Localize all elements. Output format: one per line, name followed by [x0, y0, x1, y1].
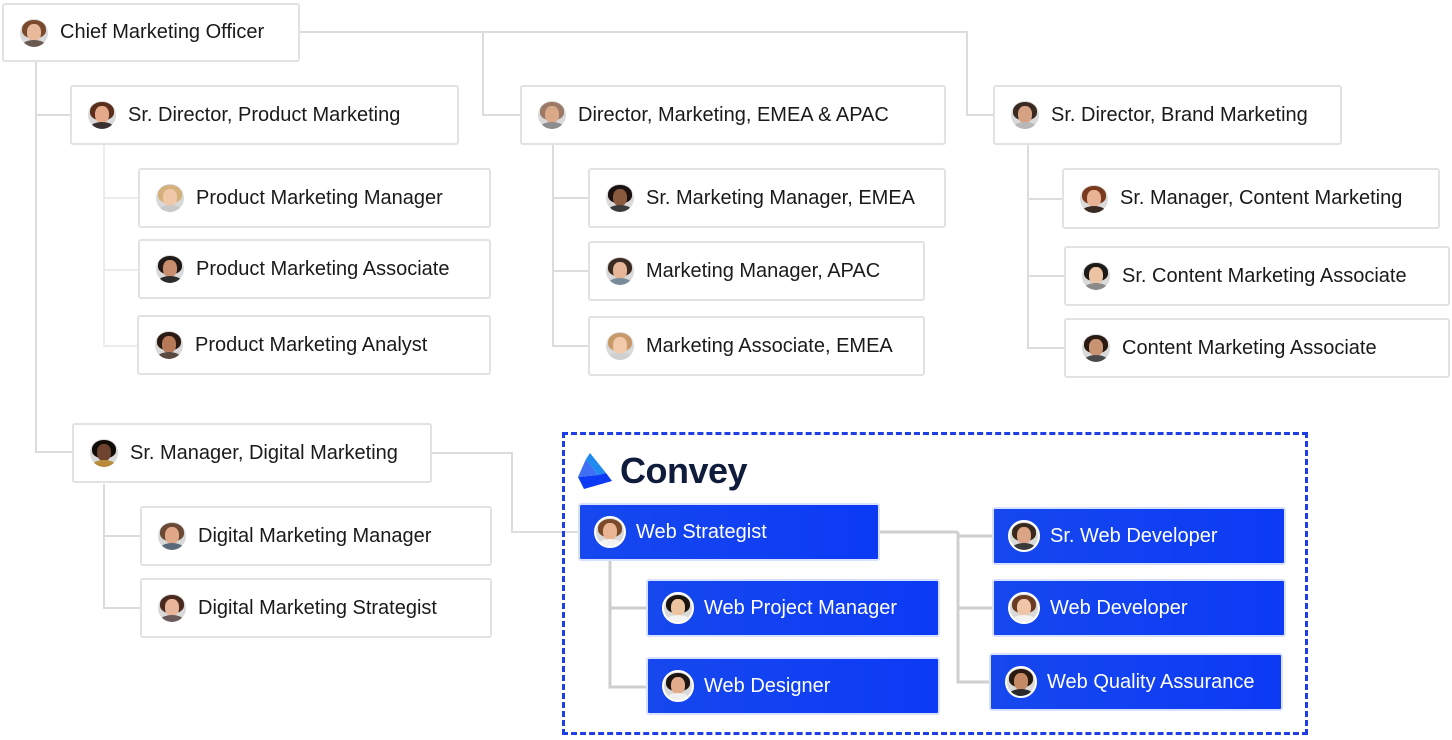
node-pm-manager[interactable]: Product Marketing Manager	[138, 168, 491, 228]
avatar-icon	[1008, 592, 1040, 624]
node-label: Sr. Director, Brand Marketing	[1051, 103, 1308, 126]
node-pm-analyst[interactable]: Product Marketing Analyst	[137, 315, 491, 375]
node-label: Marketing Associate, EMEA	[646, 334, 893, 357]
convey-logo-icon	[578, 453, 612, 489]
avatar-icon	[662, 592, 694, 624]
avatar-icon	[1009, 99, 1041, 131]
node-cmo[interactable]: Chief Marketing Officer	[2, 3, 300, 62]
node-label: Sr. Web Developer	[1050, 524, 1218, 547]
node-web-designer[interactable]: Web Designer	[646, 657, 940, 715]
node-mm-emea[interactable]: Sr. Marketing Manager, EMEA	[588, 168, 946, 228]
node-label: Product Marketing Analyst	[195, 333, 428, 356]
avatar-icon	[1078, 182, 1110, 215]
node-label: Sr. Content Marketing Associate	[1122, 264, 1407, 287]
avatar-icon	[604, 255, 636, 287]
avatar-icon	[156, 592, 188, 624]
avatar-icon	[1080, 332, 1112, 364]
avatar-icon	[662, 670, 694, 702]
avatar-icon	[604, 182, 636, 214]
node-dir-emea[interactable]: Director, Marketing, EMEA & APAC	[520, 85, 946, 145]
avatar-icon	[1008, 520, 1040, 552]
node-label: Director, Marketing, EMEA & APAC	[578, 103, 889, 126]
node-content-sr-associate[interactable]: Sr. Content Marketing Associate	[1064, 246, 1450, 306]
node-web-developer[interactable]: Web Developer	[992, 579, 1286, 637]
avatar-icon	[154, 182, 186, 214]
node-dir-brand[interactable]: Sr. Director, Brand Marketing	[993, 85, 1342, 145]
avatar-icon	[1080, 260, 1112, 292]
node-label: Web Quality Assurance	[1047, 670, 1255, 693]
node-label: Sr. Marketing Manager, EMEA	[646, 186, 916, 209]
convey-wordmark: Convey	[620, 450, 748, 491]
node-label: Product Marketing Associate	[196, 257, 450, 280]
node-digital-strategist[interactable]: Digital Marketing Strategist	[140, 578, 492, 638]
avatar-icon	[153, 329, 185, 361]
node-label: Web Project Manager	[704, 596, 898, 619]
avatar-icon	[86, 99, 118, 131]
avatar-icon	[594, 516, 626, 548]
node-label: Content Marketing Associate	[1122, 336, 1377, 359]
node-web-strategist[interactable]: Web Strategist	[578, 503, 880, 561]
node-label: Chief Marketing Officer	[60, 21, 265, 43]
node-pm-associate[interactable]: Product Marketing Associate	[138, 239, 491, 299]
avatar-icon	[604, 330, 636, 362]
node-label: Web Strategist	[636, 520, 767, 543]
node-label: Web Designer	[704, 674, 831, 697]
node-label: Marketing Manager, APAC	[646, 259, 881, 282]
node-content-manager[interactable]: Sr. Manager, Content Marketing	[1062, 168, 1440, 229]
avatar-icon	[154, 253, 186, 285]
avatar-icon	[18, 16, 50, 49]
node-mm-apac[interactable]: Marketing Manager, APAC	[588, 241, 925, 301]
node-label: Sr. Manager, Content Marketing	[1120, 187, 1403, 209]
node-label: Web Developer	[1050, 596, 1188, 619]
convey-team-group	[562, 432, 1308, 735]
node-label: Sr. Director, Product Marketing	[128, 103, 401, 126]
node-content-associate[interactable]: Content Marketing Associate	[1064, 318, 1450, 378]
avatar-icon	[88, 437, 120, 469]
node-web-sr-developer[interactable]: Sr. Web Developer	[992, 507, 1286, 565]
avatar-icon	[536, 99, 568, 131]
avatar-icon	[156, 520, 188, 552]
node-label: Digital Marketing Strategist	[198, 596, 437, 619]
convey-logo: Convey	[576, 450, 748, 492]
node-ma-emea[interactable]: Marketing Associate, EMEA	[588, 316, 925, 376]
node-digital-manager[interactable]: Digital Marketing Manager	[140, 506, 492, 566]
node-dir-product[interactable]: Sr. Director, Product Marketing	[70, 85, 459, 145]
node-label: Sr. Manager, Digital Marketing	[130, 441, 398, 464]
node-digital-sr-manager[interactable]: Sr. Manager, Digital Marketing	[72, 423, 432, 483]
avatar-icon	[1005, 666, 1037, 698]
node-label: Product Marketing Manager	[196, 186, 443, 209]
node-web-quality-assurance[interactable]: Web Quality Assurance	[989, 653, 1283, 711]
node-label: Digital Marketing Manager	[198, 524, 432, 547]
node-web-project-manager[interactable]: Web Project Manager	[646, 579, 940, 637]
